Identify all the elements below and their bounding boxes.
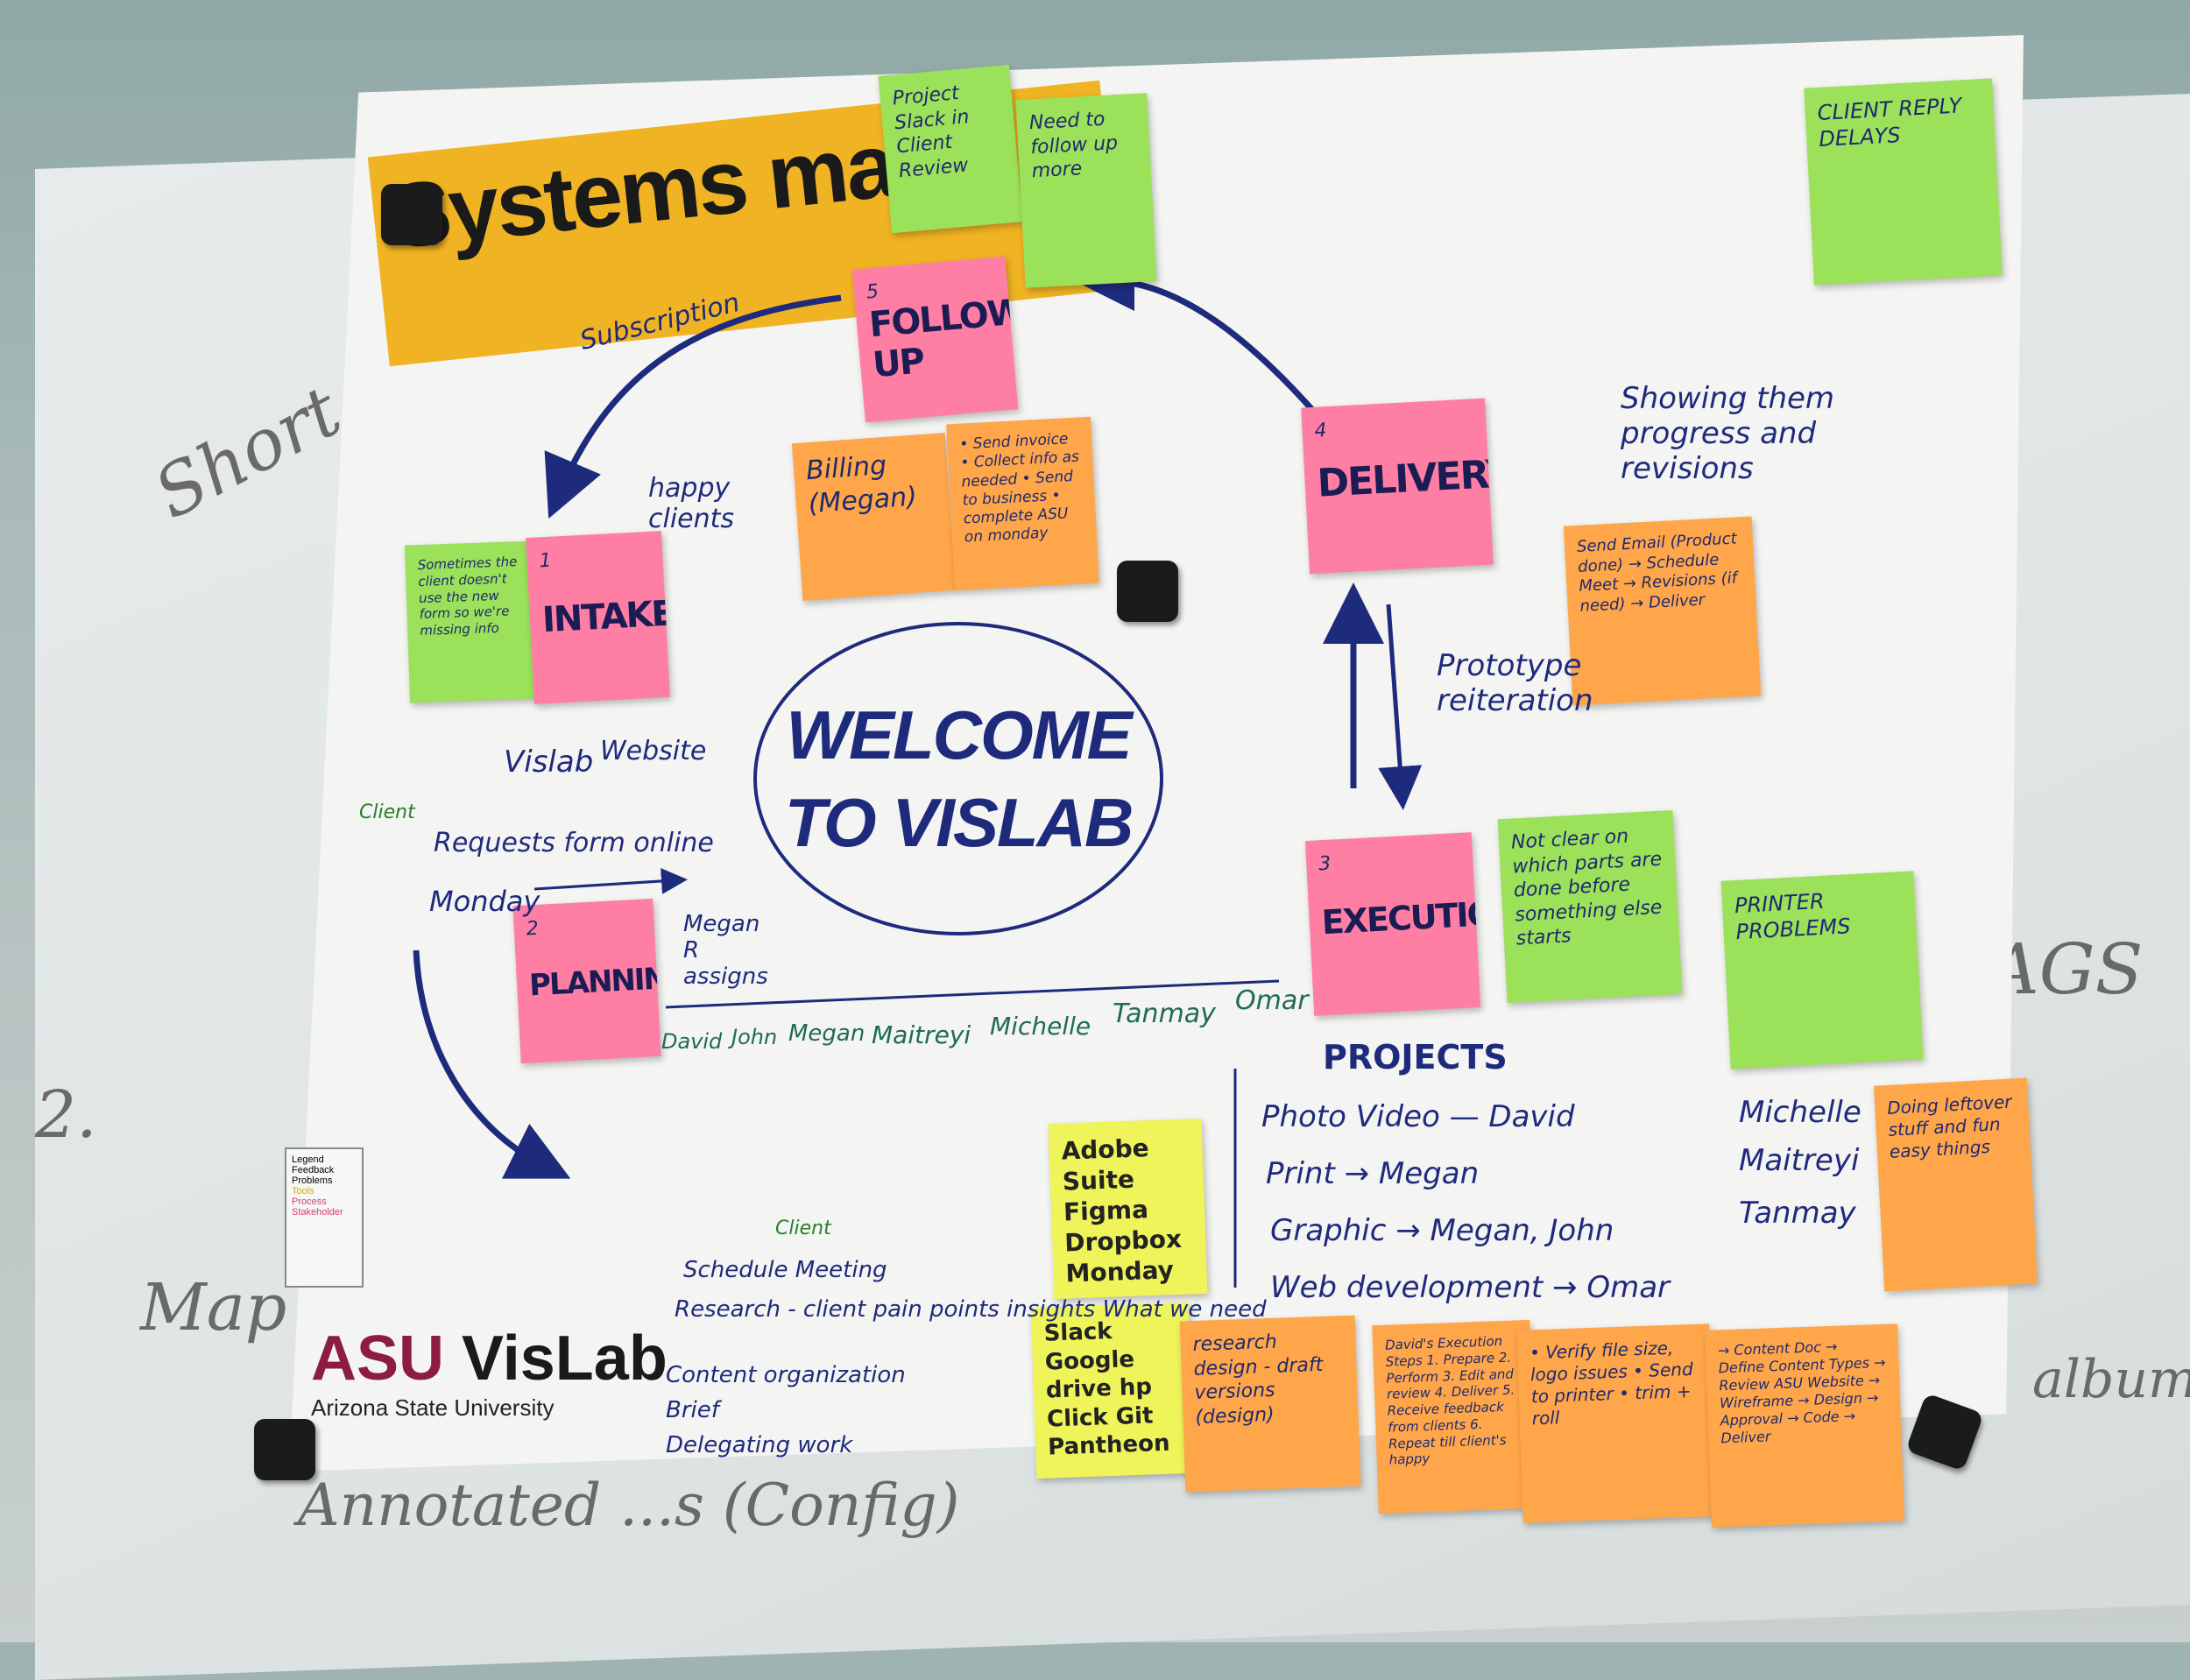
legend-item-tools: Tools bbox=[292, 1186, 314, 1196]
right-name-maitreyi: Maitreyi bbox=[1739, 1143, 1860, 1178]
label-client-2: Client bbox=[775, 1218, 831, 1239]
planning-step-schedule: Schedule Meeting bbox=[683, 1257, 887, 1283]
legend-box: Legend Feedback Problems Tools Process S… bbox=[285, 1147, 364, 1288]
stage-follow-up: 5 FOLLOW UP bbox=[851, 256, 1019, 423]
arrow-delivery-to-exec bbox=[1378, 604, 1423, 810]
magnet-top-left bbox=[381, 184, 442, 245]
note-project-slack: Project Slack in Client Review bbox=[878, 64, 1023, 234]
note-david-steps: David's Execution Steps 1. Prepare 2. Pe… bbox=[1372, 1319, 1537, 1514]
team-member-omar: Omar bbox=[1235, 985, 1309, 1016]
logo-main: ASU VisLab bbox=[311, 1323, 668, 1394]
wb-two-text: 2. bbox=[35, 1077, 97, 1153]
label-website: Website bbox=[600, 736, 707, 766]
stage-planning: 2 PLANNING bbox=[512, 898, 661, 1064]
stage-intake-num: 1 bbox=[538, 549, 553, 573]
label-requests-form: Requests form online bbox=[434, 828, 714, 858]
magnet-center bbox=[1117, 561, 1178, 622]
label-megan-r: Megan R assigns bbox=[683, 911, 768, 990]
right-name-tanmay: Tanmay bbox=[1739, 1196, 1856, 1231]
right-name-michelle: Michelle bbox=[1739, 1095, 1862, 1130]
note-printer-problems: PRINTER PROBLEMS bbox=[1720, 871, 1924, 1069]
arrow-delivery-to-followup bbox=[1073, 250, 1317, 414]
arrow-followup-to-intake bbox=[544, 294, 842, 519]
logo-name: VisLab bbox=[462, 1324, 668, 1394]
note-verify-file: • Verify file size, logo issues • Send t… bbox=[1516, 1324, 1716, 1523]
stage-planning-label: PLANNING bbox=[528, 959, 661, 1003]
stage-delivery: 4 DELIVERY bbox=[1301, 398, 1494, 575]
wb-album-text: album bbox=[2032, 1349, 2190, 1410]
magnet-bottom-left bbox=[254, 1419, 315, 1480]
stage-execution: 3 EXECUTION bbox=[1304, 832, 1481, 1016]
welcome-circle: WELCOME TO VISLAB bbox=[753, 622, 1163, 935]
stage-delivery-label: DELIVERY bbox=[1316, 450, 1494, 506]
stage-delivery-num: 4 bbox=[1313, 420, 1328, 442]
label-showing: Showing them progress and revisions bbox=[1621, 381, 1835, 486]
logo-asu-mark: ASU bbox=[311, 1324, 445, 1394]
label-client: Client bbox=[359, 801, 415, 823]
note-client-reply-delays: CLIENT REPLY DELAYS bbox=[1804, 78, 2003, 286]
planning-step-content: Content organization bbox=[666, 1362, 906, 1388]
line-monday-megan bbox=[533, 867, 688, 894]
stage-intake-label: INTAKE bbox=[540, 593, 670, 640]
arrow-planning-down bbox=[413, 949, 571, 1179]
logo-subtitle: Arizona State University bbox=[311, 1394, 555, 1421]
planning-step-brief: Brief bbox=[666, 1397, 719, 1423]
note-research-design: research design - draft versions (design… bbox=[1179, 1315, 1361, 1493]
label-prototype: Prototype reiteration bbox=[1437, 648, 1593, 718]
project-graphic: Graphic → Megan, John bbox=[1270, 1213, 1614, 1248]
label-vislab: Vislab bbox=[504, 745, 594, 780]
team-member-maitreyi: Maitreyi bbox=[872, 1020, 971, 1049]
note-leftover: Doing leftover stuff and fun easy things bbox=[1873, 1077, 2038, 1292]
team-member-michelle: Michelle bbox=[990, 1012, 1091, 1041]
welcome-line1: WELCOME bbox=[786, 696, 1132, 773]
legend-item-problems: Problems bbox=[292, 1175, 333, 1186]
project-web-dev: Web development → Omar bbox=[1270, 1270, 1671, 1305]
legend-item-stakeholder: Stakeholder bbox=[292, 1207, 343, 1218]
note-content-doc: → Content Doc → Define Content Types → R… bbox=[1705, 1324, 1904, 1528]
note-not-clear: Not clear on which parts are done before… bbox=[1497, 809, 1683, 1004]
note-intake-green: Sometimes the client doesn't use the new… bbox=[404, 540, 538, 703]
note-billing: Billing (Megan) bbox=[791, 433, 957, 601]
wb-annotated-text: Annotated ...s (Config) bbox=[298, 1472, 960, 1539]
label-happy-clients: happy clients bbox=[648, 473, 735, 534]
team-member-john: John bbox=[731, 1025, 778, 1049]
label-monday: Monday bbox=[429, 885, 540, 918]
wb-ags-text: AGS bbox=[1989, 928, 2144, 1010]
project-print: Print → Megan bbox=[1266, 1156, 1480, 1191]
stage-planning-num: 2 bbox=[526, 917, 540, 941]
stage-follow-up-label: FOLLOW UP bbox=[867, 291, 1019, 385]
note-tools-adobe: Adobe Suite Figma Dropbox Monday bbox=[1048, 1119, 1208, 1299]
asu-vislab-logo: ASU VisLab Arizona State University bbox=[311, 1323, 668, 1422]
flow-arrows bbox=[413, 250, 1423, 1288]
note-send-invoice: • Send invoice • Collect info as needed … bbox=[946, 416, 1099, 591]
stage-execution-num: 3 bbox=[1318, 852, 1332, 876]
line-team bbox=[665, 979, 1280, 1009]
welcome-line2: TO VISLAB bbox=[784, 784, 1134, 861]
planning-step-research: Research - client pain points insights W… bbox=[675, 1296, 1267, 1323]
label-projects: PROJECTS bbox=[1323, 1038, 1508, 1076]
team-member-david: David bbox=[661, 1029, 723, 1054]
wb-map-text: Map bbox=[140, 1270, 287, 1345]
note-need-follow-up: Need to follow up more bbox=[1015, 93, 1157, 288]
legend-item-process: Process bbox=[292, 1196, 327, 1207]
note-tools-slack: Slack Google drive hp Click Git Pantheon bbox=[1030, 1302, 1195, 1479]
planning-step-delegating: Delegating work bbox=[666, 1432, 853, 1458]
legend-title: Legend bbox=[292, 1154, 324, 1165]
stage-intake: 1 INTAKE bbox=[526, 531, 670, 704]
legend-item-feedback: Feedback bbox=[292, 1165, 335, 1175]
team-member-tanmay: Tanmay bbox=[1113, 999, 1216, 1029]
team-member-megan: Megan bbox=[788, 1020, 865, 1047]
stage-execution-label: EXECUTION bbox=[1320, 892, 1481, 942]
project-photo-video: Photo Video — David bbox=[1261, 1099, 1575, 1134]
